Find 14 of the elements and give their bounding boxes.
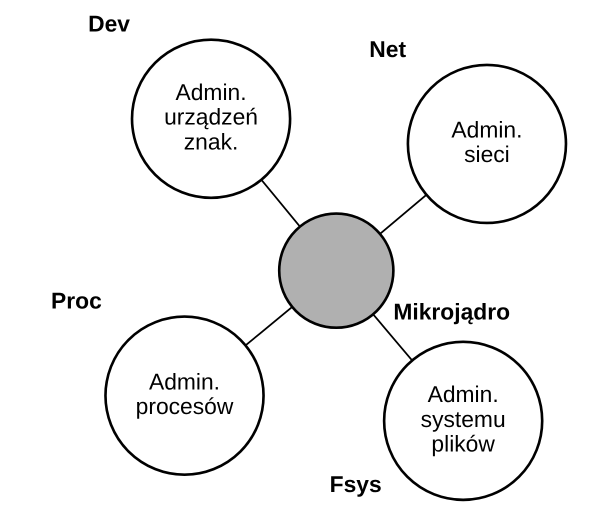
connector xyxy=(380,194,426,234)
node-label: Mikrojądro xyxy=(392,298,510,325)
node-label: Dev xyxy=(88,10,130,37)
node-circle: Admin. systemu plików xyxy=(382,340,544,502)
connector xyxy=(372,314,412,361)
node-circle: Admin. procesów xyxy=(104,315,264,476)
node-label: Net xyxy=(368,36,406,62)
node-circle: Admin. urządzeń znak. xyxy=(130,38,291,200)
node-label: Proc xyxy=(50,288,102,314)
node-label: Fsys xyxy=(329,470,382,497)
connector xyxy=(260,180,300,226)
node-circle xyxy=(277,212,394,330)
node-circle: Admin. sieci xyxy=(406,64,567,224)
connector xyxy=(244,306,292,346)
